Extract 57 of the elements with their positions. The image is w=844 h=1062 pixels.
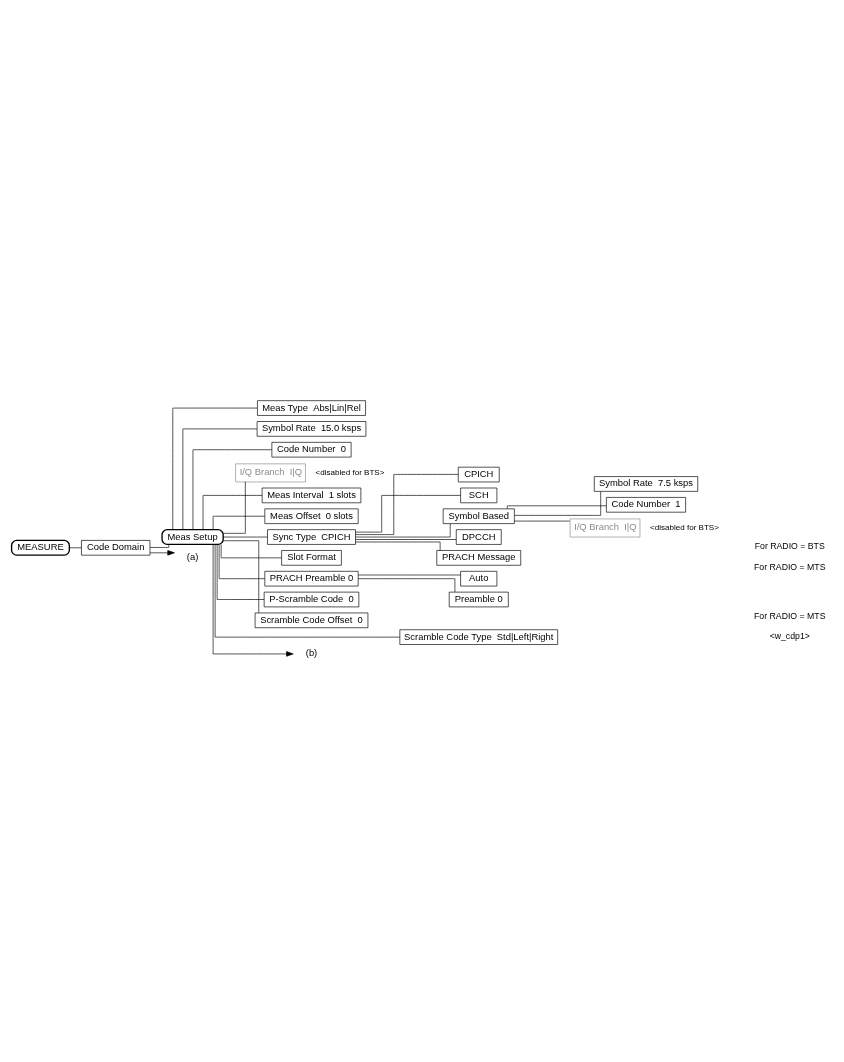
node-box: Scramble Code Offset 0 (254, 612, 369, 629)
connector (212, 515, 265, 530)
label: For RADIO = BTS (754, 540, 825, 551)
node-box: Sync Type CPICH (267, 529, 356, 545)
connector (192, 449, 273, 530)
connector (216, 544, 265, 600)
node-box: Symbol Rate 7.5 ksps (593, 476, 699, 492)
connector (182, 428, 258, 530)
connector (355, 474, 459, 535)
node-box: P-Scramble Code 0 (263, 591, 360, 608)
node-box: PRACH Message (436, 550, 522, 566)
node-text: (a) (186, 551, 199, 563)
node-box: I/Q Branch I|Q (235, 463, 306, 483)
node-box: CPICH (457, 466, 500, 483)
node-box: DPCCH (455, 529, 502, 545)
connector (355, 523, 451, 538)
connector (514, 491, 601, 516)
node-box: Preamble 0 (448, 591, 509, 608)
connector (506, 505, 607, 509)
node-box: PRACH Preamble 0 (264, 570, 359, 587)
label: For RADIO = MTS (754, 561, 826, 572)
node-box: Symbol Based (442, 508, 515, 524)
node-text: (b) (305, 647, 318, 659)
arrow (149, 550, 175, 556)
connector (357, 578, 456, 593)
node-box: Scramble Code Type Std|Left|Right (399, 629, 559, 645)
node-box: SCH (460, 487, 498, 504)
node-box: MEASURE (10, 539, 70, 556)
node-box: Slot Format (281, 550, 342, 566)
connector (220, 544, 282, 559)
connector (172, 407, 258, 530)
arrow (212, 544, 294, 657)
node-box: Code Domain (81, 540, 151, 556)
connector (202, 495, 263, 530)
label: <w_cdp1> (769, 631, 810, 642)
node-box: Auto (460, 570, 498, 587)
connector (218, 544, 266, 580)
node-box: Symbol Rate 15.0 ksps (256, 421, 367, 437)
connector (222, 481, 246, 534)
node-box: Meas Type Abs|Lin|Rel (257, 400, 366, 416)
connector (222, 536, 268, 538)
node-box: Meas Setup (161, 529, 224, 546)
connector (214, 544, 400, 638)
connector (355, 539, 457, 540)
connector (149, 544, 170, 548)
node-box: Code Number 1 (606, 497, 686, 513)
node-box: Meas Interval 1 slots (261, 487, 362, 504)
connector (514, 520, 570, 522)
connector (355, 541, 441, 551)
connector (69, 547, 82, 549)
node-box: Code Number 0 (271, 442, 352, 458)
node-box: I/Q Branch I|Q (569, 518, 641, 538)
connector (222, 540, 260, 614)
connector (357, 574, 461, 576)
connector (355, 495, 461, 533)
label: For RADIO = MTS (754, 610, 826, 621)
node-box: Meas Offset 0 slots (264, 508, 359, 524)
